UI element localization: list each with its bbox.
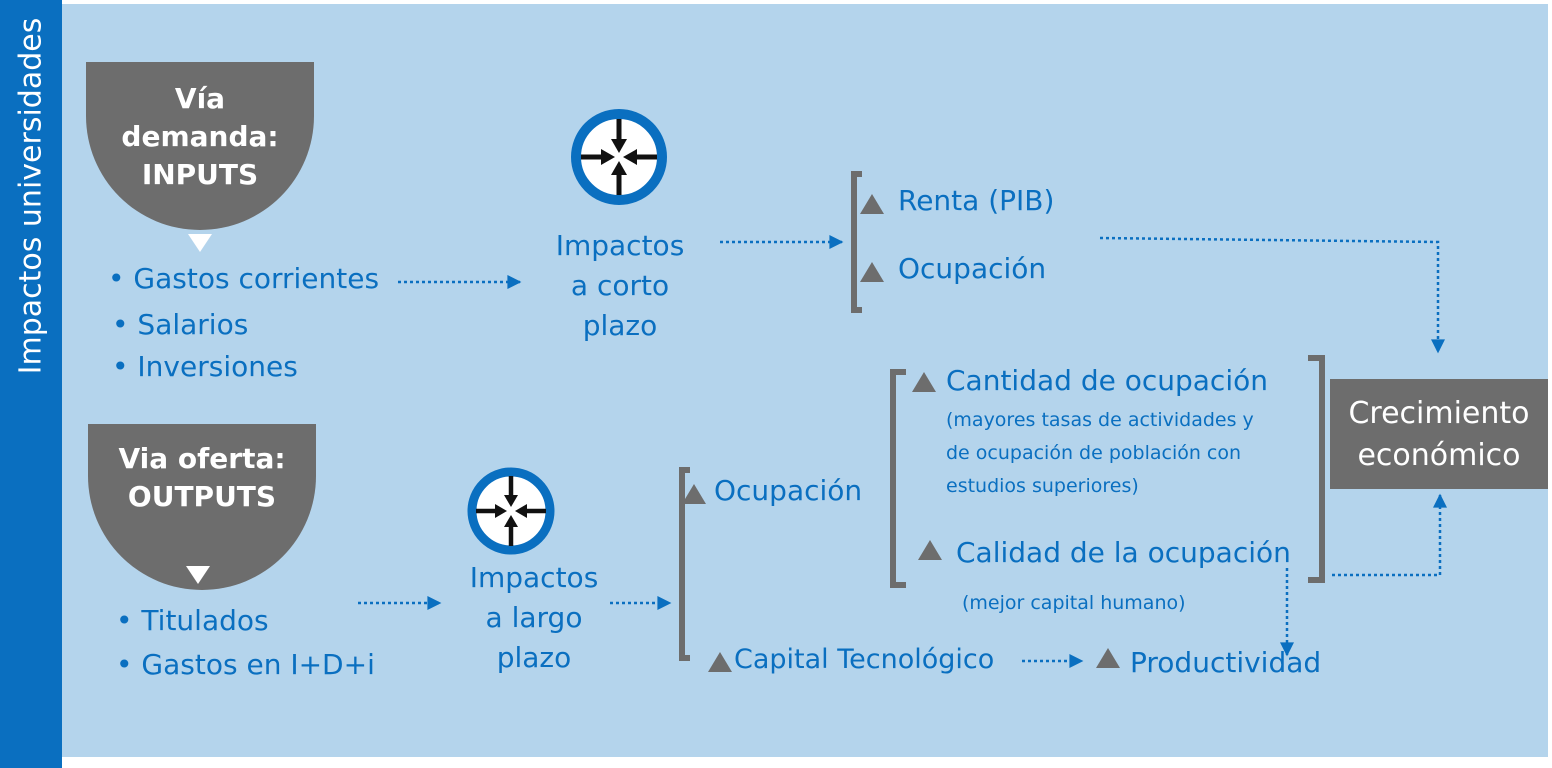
result-ocupacion: Ocupación [898,252,1047,285]
bracket-short-results [851,171,862,313]
long-term-line3: plazo [496,641,572,674]
growth-line2: económico [1357,438,1521,473]
demand-item-salarios: • Salarios [112,308,249,341]
growth-box: Crecimiento económico [1330,379,1548,489]
demand-title-line3: INPUTS [141,158,259,191]
up-triangle-icon [1096,648,1120,668]
employment-quantity-note-line1: (mayores tasas de actividades y [946,409,1254,431]
employment-quantity-title: Cantidad de ocupación [946,364,1268,397]
supply-title-line1: Via oferta: [118,442,286,475]
arrow-quality-to-growth [1332,493,1447,577]
demand-item-gastos-label: Gastos corrientes [133,262,380,295]
sidebar: Impactos universidades [0,0,62,768]
long-term-line1: Impactos [469,561,599,594]
long-term-ocupacion: Ocupación [714,474,863,507]
demand-title-line1: Vía [174,82,226,115]
arrow-renta-to-growth [1099,236,1445,354]
demand-item-inversiones: • Inversiones [112,350,298,383]
short-term-line3: plazo [582,309,658,342]
employment-quality-title: Calidad de la ocupación [956,536,1291,569]
short-term-line2: a corto [570,269,670,302]
employment-quality-note: (mejor capital humano) [962,592,1186,614]
short-term-label: Impactos a corto plazo [540,226,700,346]
supply-title: Via oferta: OUTPUTS [88,440,316,516]
supply-item-titulados: • Titulados [116,604,269,637]
demand-item-inversiones-label: Inversiones [137,350,298,383]
long-term-line2: a largo [485,601,583,634]
demand-down-triangle-icon [188,234,212,252]
supply-item-gastos-idi: • Gastos en I+D+i [116,648,375,681]
employment-quantity-note-line3: estudios superiores) [946,475,1139,497]
demand-title: Vía demanda: INPUTS [86,80,314,194]
up-triangle-icon [860,194,884,214]
compress-arrows-icon [571,109,667,205]
compress-arrows-icon [467,467,555,555]
up-triangle-icon [918,540,942,560]
demand-item-salarios-label: Salarios [137,308,249,341]
result-renta: Renta (PIB) [898,184,1055,217]
supply-down-triangle-icon [186,566,210,584]
short-term-line1: Impactos [555,229,685,262]
demand-title-line2: demanda: [121,120,279,153]
long-term-capital: Capital Tecnológico [734,644,995,675]
employment-quantity-note: (mayores tasas de actividades y de ocupa… [946,404,1254,503]
bracket-long-left [679,467,690,661]
demand-item-gastos: • Gastos corrientes [108,262,380,295]
growth-line1: Crecimiento [1348,396,1530,431]
bracket-employment-right [1308,355,1325,583]
supply-title-line2: OUTPUTS [127,480,277,513]
up-triangle-icon [682,484,706,504]
bracket-employment-left [890,369,906,588]
employment-quantity-note-line2: de ocupación de población con [946,442,1242,464]
up-triangle-icon [860,262,884,282]
up-triangle-icon [912,372,936,392]
supply-item-titulados-label: Titulados [141,604,269,637]
long-term-label: Impactos a largo plazo [454,558,614,678]
long-term-productividad: Productividad [1130,646,1322,679]
up-triangle-icon [708,652,732,672]
supply-item-gastos-idi-label: Gastos en I+D+i [141,648,375,681]
